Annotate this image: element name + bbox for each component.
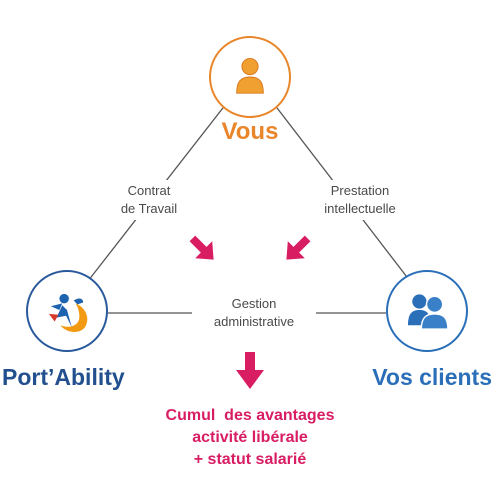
result-line-1: Cumul des avantages [165,407,335,424]
result-text: Cumul des avantages activité libérale + … [100,405,400,471]
people-icon [407,294,449,330]
prestation-label-line-2: intellectuelle [324,201,396,216]
result-line-2: activité libérale [192,429,308,446]
contrat-label-line-2: de Travail [120,201,178,216]
prestation-label-line-1: Prestation [330,183,390,198]
arrow-down-icon [236,352,264,389]
arrow-down-left-icon [286,235,311,260]
contrat-label: Contrat de Travail [100,180,198,220]
portability-logo [48,293,88,333]
contrat-label-line-1: Contrat [127,183,171,198]
gestion-label-line-1: Gestion [231,296,277,311]
vous-circle [209,36,291,118]
result-line-3: + statut salarié [193,451,307,468]
clients-circle [386,270,468,352]
portability-circle [26,270,108,352]
portability-title: Port’Ability [2,364,125,390]
person-icon [236,57,264,94]
gestion-label: Gestion administrative [192,293,316,333]
vous-title: Vous [221,118,279,145]
gestion-label-line-2: administrative [213,314,295,329]
prestation-label: Prestation intellectuelle [304,180,416,220]
arrow-down-right-icon [189,235,214,260]
clients-title: Vos clients [372,364,492,390]
